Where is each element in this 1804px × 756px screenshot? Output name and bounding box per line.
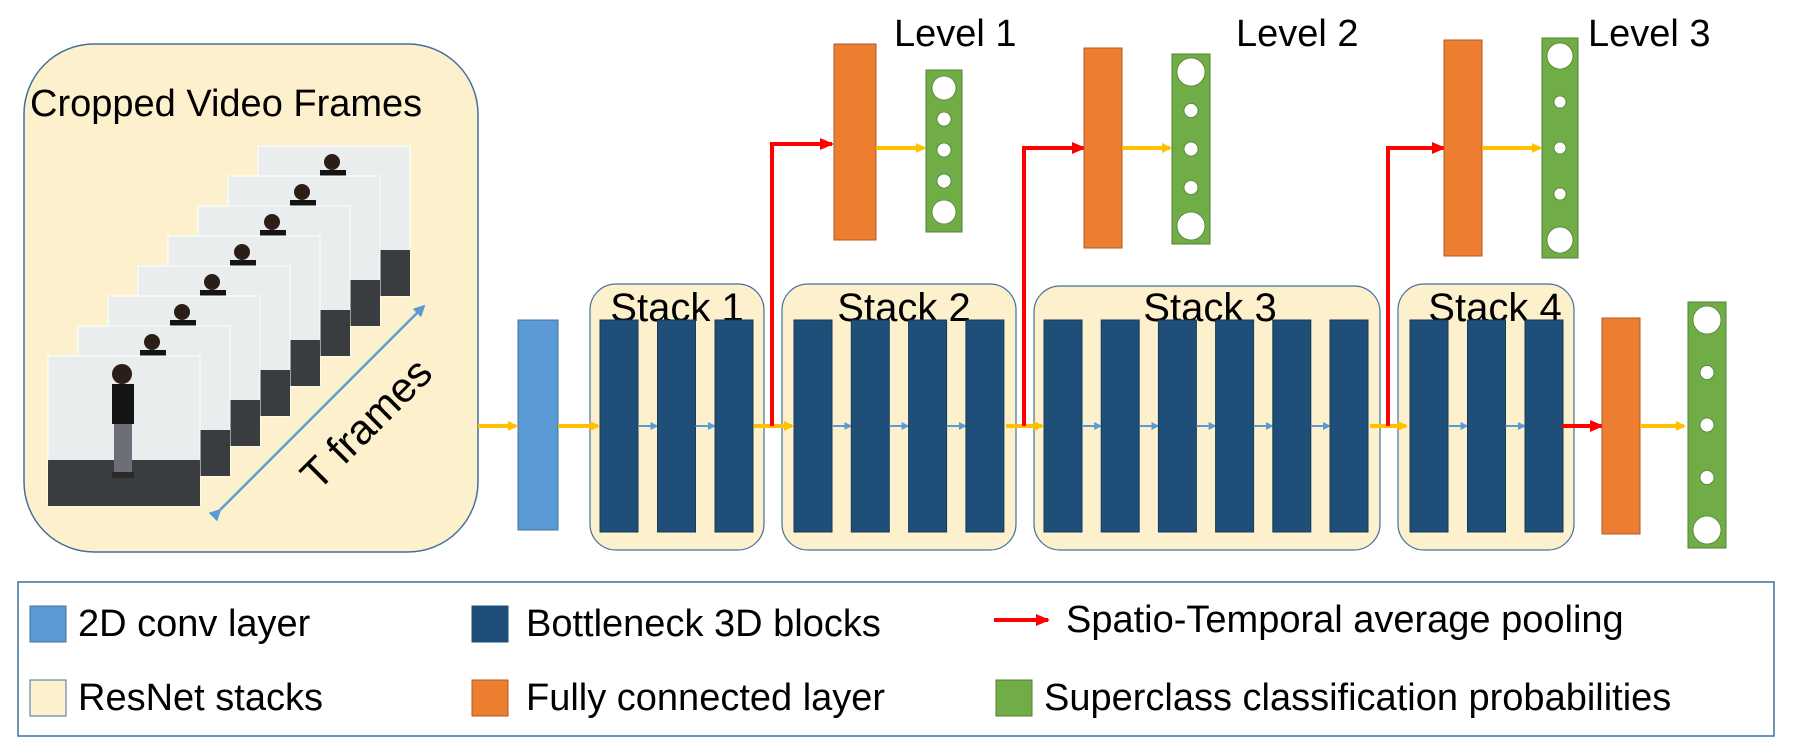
legend-frame [17, 581, 1775, 737]
bottleneck-3d-block [908, 319, 948, 533]
legend-label-pooling: Spatio-Temporal average pooling [1066, 599, 1624, 641]
bottleneck-3d-block [1467, 319, 1506, 533]
video-panel-title: Cropped Video Frames [30, 83, 422, 125]
probability-node [931, 75, 957, 101]
probability-node [936, 111, 952, 127]
probability-node [1183, 180, 1199, 195]
probability-node [936, 173, 952, 189]
legend-label-fc: Fully connected layer [526, 677, 885, 719]
probability-node [1699, 417, 1715, 433]
resnet-stack-4: Stack 4 [1397, 283, 1575, 551]
level-2-head: Level 2 [1083, 13, 1359, 249]
probability-node [1692, 305, 1722, 335]
pooling-arrow-level-3 [1386, 142, 1446, 426]
level-2-fc-layer [1083, 47, 1123, 249]
legend-label-superclass: Superclass classification probabilities [1044, 677, 1671, 719]
stack-3-blocks [1043, 319, 1369, 533]
level-1-head: Level 1 [833, 13, 1017, 241]
bottleneck-3d-block [1409, 319, 1449, 533]
probability-node [1553, 141, 1567, 155]
probability-node [1176, 211, 1206, 241]
pooling-arrow-level-2 [1022, 142, 1086, 426]
bottleneck-3d-block [965, 319, 1005, 533]
stack-2-background [781, 283, 1017, 551]
level-2-label: Level 2 [1236, 13, 1359, 55]
resnet-stack-2: Stack 2 [781, 283, 1017, 551]
bottleneck-3d-block [1100, 319, 1140, 533]
probability-node [1183, 103, 1199, 118]
bottleneck-3d-block [850, 319, 890, 533]
bottleneck-3d-block [1524, 319, 1564, 533]
probability-node [1692, 515, 1722, 545]
stack-4-blocks [1409, 319, 1564, 533]
video-frame [47, 355, 201, 507]
final-fc-layer [1601, 317, 1641, 535]
time-axis-arrow [208, 304, 426, 522]
level-3-head: Level 3 [1443, 13, 1711, 259]
level-1-fc-layer [833, 43, 877, 241]
legend-swatch-superclass [995, 679, 1033, 717]
bottleneck-3d-block [1043, 319, 1083, 533]
probability-node [1553, 95, 1567, 109]
legend-label-bottleneck: Bottleneck 3D blocks [526, 603, 881, 645]
probability-node [1699, 365, 1715, 380]
final-head [1601, 301, 1727, 549]
level-2-probabilities [1176, 57, 1206, 241]
probability-node [936, 142, 952, 158]
bottleneck-3d-block [714, 319, 754, 533]
stack-1-blocks [599, 319, 754, 533]
bottleneck-3d-block [599, 319, 639, 533]
legend-swatch-bottleneck [471, 605, 509, 643]
level-3-label: Level 3 [1588, 13, 1711, 55]
resnet-stack-1: Stack 1 [589, 283, 765, 551]
legend-swatch-resnet [29, 679, 67, 717]
level-3-probabilities [1546, 42, 1574, 254]
legend-label-resnet: ResNet stacks [78, 677, 323, 719]
level-1-probabilities [931, 75, 957, 225]
bottleneck-3d-block [1157, 319, 1197, 533]
legend: 2D conv layer ResNet stacks Bottleneck 3… [17, 581, 1775, 737]
probability-node [1699, 470, 1715, 485]
stack-2-blocks [793, 319, 1005, 533]
final-probabilities [1692, 305, 1722, 545]
bottleneck-3d-block [1215, 319, 1255, 533]
pooling-arrows [770, 138, 1604, 432]
level-3-fc-layer [1443, 39, 1483, 257]
pooling-arrow-level-1 [770, 138, 834, 426]
bottleneck-3d-block [1329, 319, 1369, 533]
probability-node [1176, 57, 1206, 87]
legend-swatch-conv2d [29, 605, 67, 643]
bottleneck-3d-block [657, 319, 696, 533]
level-1-label: Level 1 [894, 13, 1017, 55]
legend-label-conv2d: 2D conv layer [78, 603, 311, 645]
bottleneck-3d-block [1272, 319, 1312, 533]
probability-node [931, 199, 957, 225]
bottleneck-3d-block [793, 319, 833, 533]
legend-swatch-fc [471, 679, 509, 717]
probability-node [1553, 187, 1567, 201]
resnet-stack-3: Stack 3 [1033, 285, 1381, 551]
conv2d-layer [517, 319, 559, 531]
probability-node [1546, 226, 1574, 254]
probability-node [1546, 42, 1574, 70]
video-input-panel: Cropped Video Frames T frames [23, 43, 479, 553]
probability-node [1183, 141, 1199, 157]
